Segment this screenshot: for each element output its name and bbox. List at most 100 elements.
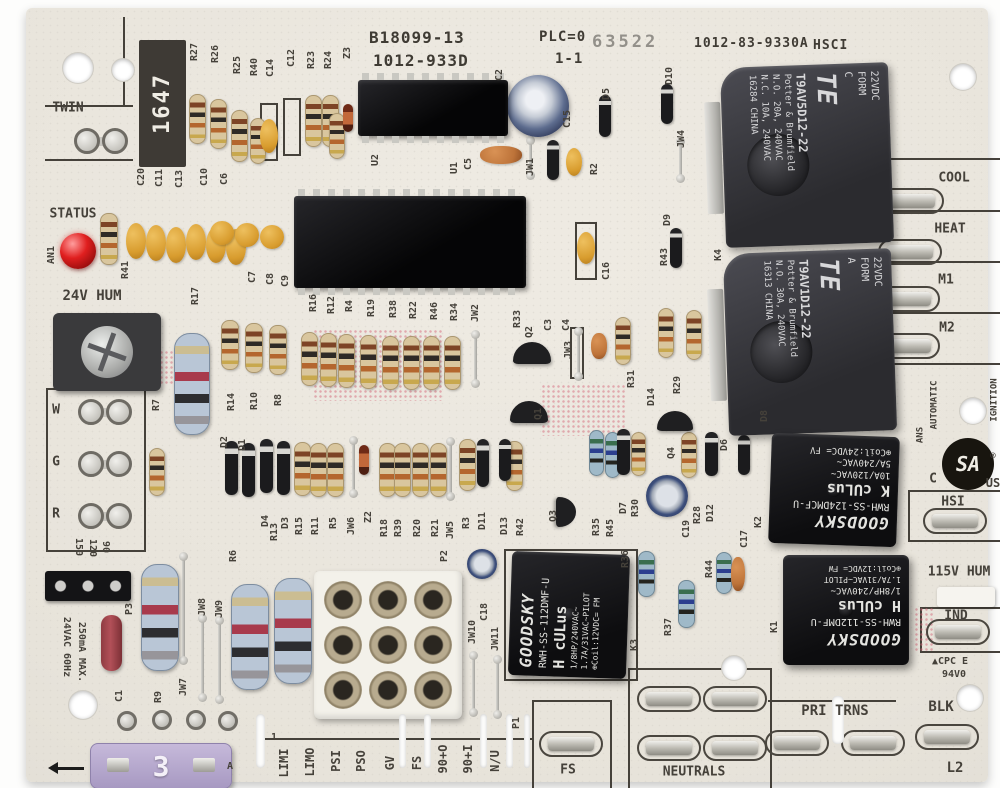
silkscreen-label-d12: D12 bbox=[705, 503, 716, 523]
silkscreen-label-r9: R9 bbox=[153, 690, 164, 704]
silkscreen-line bbox=[45, 105, 133, 107]
status-led bbox=[60, 233, 96, 269]
silkscreen-label-neutrals: NEUTRALS bbox=[662, 764, 726, 780]
silkscreen-label-k1: K1 bbox=[769, 620, 780, 634]
silkscreen-label-r30: R30 bbox=[630, 498, 641, 518]
silkscreen-label-c15: C15 bbox=[562, 109, 573, 129]
silkscreen-label-r34: R34 bbox=[449, 302, 460, 322]
polarity-arrow bbox=[48, 761, 84, 774]
silkscreen-label-pso: PSO bbox=[354, 750, 368, 772]
connector-socket bbox=[369, 671, 407, 709]
silkscreen-label-d3: D3 bbox=[280, 516, 291, 530]
mounting-hole bbox=[69, 691, 97, 719]
ic-chip bbox=[294, 189, 526, 295]
disc-capacitor bbox=[210, 221, 234, 245]
silkscreen-label-r27: R27 bbox=[189, 42, 200, 62]
silkscreen-label-r2: R2 bbox=[589, 162, 600, 176]
silkscreen-label-r41: R41 bbox=[120, 260, 131, 280]
silkscreen-label-limi: LIMI bbox=[277, 748, 291, 778]
jumper-wire bbox=[445, 437, 455, 501]
jumper-wire bbox=[675, 137, 685, 183]
diode bbox=[704, 432, 718, 476]
transistor bbox=[556, 497, 576, 527]
ceramic-capacitor bbox=[186, 224, 206, 260]
metal-film-resistor bbox=[588, 430, 604, 476]
spade-terminal-pri-trns-2 bbox=[841, 730, 905, 756]
silkscreen-label-r21: R21 bbox=[430, 518, 441, 538]
glass-diode bbox=[359, 445, 369, 475]
silkscreen-label-r8: R8 bbox=[273, 393, 284, 407]
resistor bbox=[300, 332, 318, 386]
board-slot bbox=[524, 714, 530, 768]
silkscreen-label-jw7: JW7 bbox=[178, 677, 189, 697]
silkscreen-label-d5: D5 bbox=[601, 87, 612, 101]
diode bbox=[599, 95, 611, 137]
solder-pad bbox=[78, 451, 132, 477]
silkscreen-label-r12: R12 bbox=[326, 295, 337, 315]
silkscreen-label-r: R bbox=[52, 506, 60, 522]
silkscreen-label-d6: D6 bbox=[719, 438, 730, 452]
silkscreen-label-jw10: JW10 bbox=[467, 619, 478, 645]
silkscreen-label-r6: R6 bbox=[228, 549, 239, 563]
silkscreen-label-c11: C11 bbox=[154, 168, 165, 188]
silkscreen-label-u1: U1 bbox=[449, 161, 460, 175]
silkscreen-label-gv: GV bbox=[383, 755, 397, 771]
disc-capacitor bbox=[260, 225, 284, 249]
silkscreen-label-d13: D13 bbox=[499, 516, 510, 536]
silkscreen-line bbox=[876, 312, 1000, 314]
capacitor bbox=[591, 333, 607, 359]
silkscreen-label-q3: Q3 bbox=[548, 509, 559, 523]
silkscreen-label-p3: P3 bbox=[124, 602, 135, 616]
hsci-marking: HSCI bbox=[813, 38, 849, 53]
power-resistor bbox=[174, 333, 210, 435]
resistor bbox=[221, 320, 239, 370]
silkscreen-line bbox=[262, 738, 532, 740]
resistor bbox=[230, 110, 248, 162]
silkscreen-label-c2: C2 bbox=[494, 68, 505, 82]
silkscreen-label-r26: R26 bbox=[210, 44, 221, 64]
resistor bbox=[411, 443, 429, 497]
silkscreen-label-jw11: JW11 bbox=[490, 626, 501, 652]
ink-stamp bbox=[541, 384, 625, 436]
jumper-wire bbox=[348, 436, 358, 498]
silkscreen-label-jw4: JW4 bbox=[676, 129, 687, 149]
silkscreen-label-c4: C4 bbox=[561, 318, 572, 332]
silkscreen-label-24vhum: 24V HUM bbox=[62, 288, 122, 304]
jumper-wire bbox=[214, 616, 224, 704]
spade-terminal-fs bbox=[539, 731, 603, 757]
silkscreen-label-z2: Z2 bbox=[363, 510, 374, 524]
silkscreen-label-c14: C14 bbox=[265, 58, 276, 78]
silkscreen-line bbox=[45, 159, 133, 161]
solder-pad bbox=[152, 710, 172, 730]
silkscreen-label-c16: C16 bbox=[601, 261, 612, 281]
connector-socket bbox=[414, 626, 452, 664]
silkscreen-label-limo: LIMO bbox=[303, 747, 317, 777]
silkscreen-label-cool: COOL bbox=[938, 170, 970, 186]
silkscreen-label-nu: N/U bbox=[488, 750, 502, 772]
jumper-wire bbox=[492, 655, 502, 719]
spade-terminal-neutral-4 bbox=[703, 735, 767, 761]
resistor bbox=[293, 442, 311, 496]
diode bbox=[499, 439, 511, 481]
jumper-wire bbox=[178, 551, 188, 665]
silkscreen-label-c3: C3 bbox=[543, 318, 554, 332]
csa-logo: SA bbox=[942, 438, 994, 490]
silkscreen-label-c10: C10 bbox=[199, 167, 210, 187]
silkscreen-label-jw2: JW2 bbox=[470, 303, 481, 323]
ceramic-capacitor bbox=[260, 119, 278, 153]
diode bbox=[616, 429, 630, 475]
silkscreen-label-us: US bbox=[985, 476, 1000, 490]
diode bbox=[276, 441, 290, 495]
silkscreen-label-24vac60hz: 24VAC 60Hz bbox=[61, 616, 72, 678]
solder-pad bbox=[78, 399, 132, 425]
jumper-wire bbox=[470, 330, 480, 388]
transistor bbox=[513, 342, 551, 364]
silkscreen-label-hsi: HSI bbox=[941, 494, 965, 510]
connector-socket bbox=[324, 581, 362, 619]
silkscreen-label-r4: R4 bbox=[344, 299, 355, 313]
silkscreen-label-jw6: JW6 bbox=[346, 516, 357, 536]
silkscreen-label-q2: Q2 bbox=[524, 325, 535, 339]
circuit-board: B18099-13 1012-933D PLC=0 1-1 63522 1012… bbox=[26, 8, 1000, 788]
silkscreen-label-r16: R16 bbox=[308, 293, 319, 313]
